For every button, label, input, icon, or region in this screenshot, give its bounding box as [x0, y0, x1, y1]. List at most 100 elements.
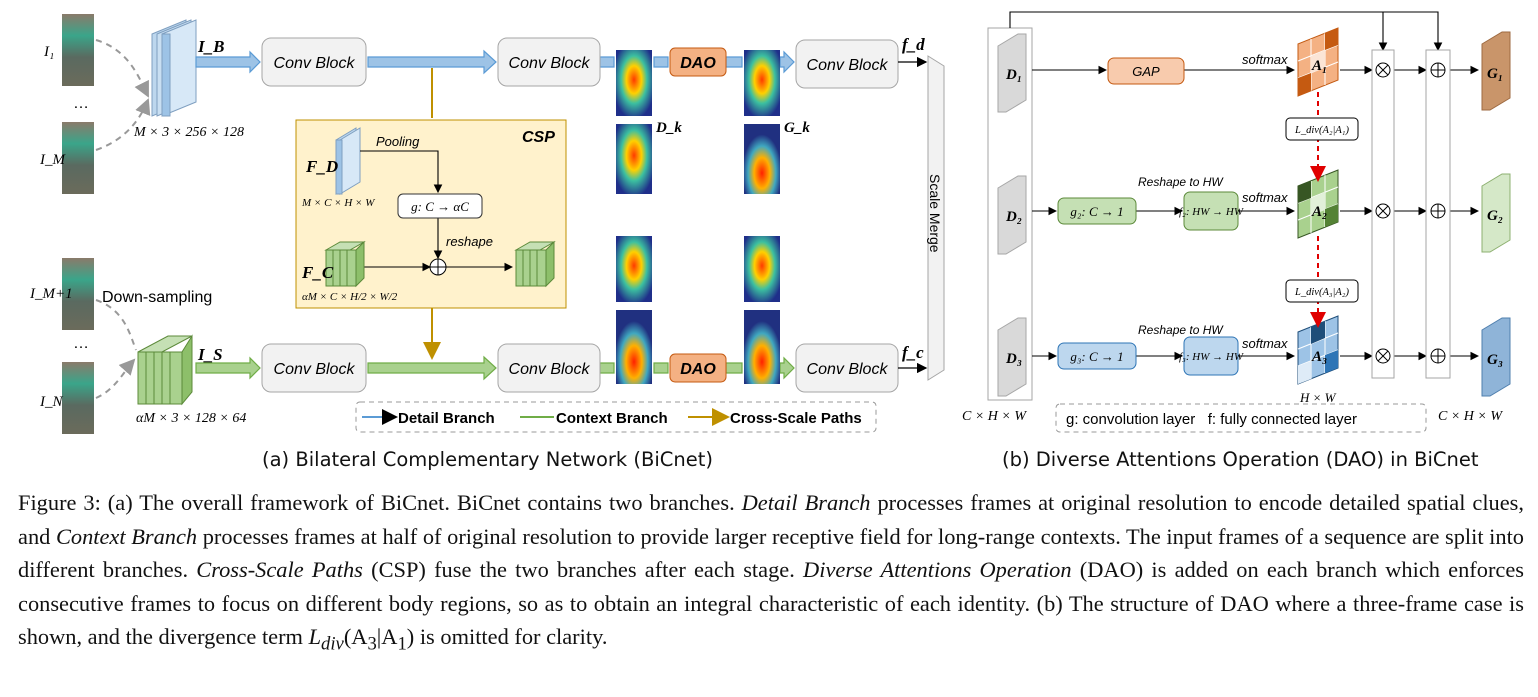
reshape-label: Reshape to HW: [1138, 175, 1224, 189]
svg-text:Conv Block: Conv Block: [807, 361, 889, 378]
svg-text:Detail Branch: Detail Branch: [398, 410, 495, 427]
csp-fc-label: F_C: [301, 263, 334, 282]
input-frame-image: [62, 14, 94, 434]
feature-label-is: I_S: [197, 345, 223, 364]
conv-block: Conv Block: [795, 343, 899, 393]
feature-dims-bottom: αM × 3 × 128 × 64: [136, 411, 246, 426]
softmax-label: softmax: [1242, 52, 1288, 67]
attention-heatmap: [616, 50, 780, 384]
svg-text:Context Branch: Context Branch: [556, 410, 668, 427]
subtitle-b: (b) Diverse Attentions Operation (DAO) i…: [1002, 448, 1479, 471]
scale-merge-block: Scale Merge: [927, 55, 945, 381]
svg-text:Conv Block: Conv Block: [807, 57, 889, 74]
subtitle-a: (a) Bilateral Complementary Network (BiC…: [262, 448, 714, 471]
input-label-im1: I_M+1: [29, 286, 73, 302]
svg-text:DAO: DAO: [680, 55, 716, 72]
g3-block: g₃: C → 1: [1057, 342, 1137, 370]
add-icon: [1430, 62, 1446, 364]
input-connector: [95, 39, 151, 399]
g1-out-label: G₁: [1487, 66, 1503, 82]
svg-text:g₂: C → 1: g₂: C → 1: [1070, 204, 1123, 219]
csp-fd-label: F_D: [305, 157, 338, 176]
dao-flow-arrows: [1032, 65, 1480, 361]
output-dims-label: C × H × W: [1438, 409, 1503, 424]
dao-block: DAO: [669, 47, 727, 77]
legend-detail: Detail Branch: [362, 409, 495, 427]
feature-label-ib: I_B: [197, 37, 224, 56]
svg-text:Cross-Scale Paths: Cross-Scale Paths: [730, 410, 862, 427]
context-input-tensor: [137, 334, 193, 406]
conv-block: Conv Block: [261, 37, 367, 87]
attention-map-a1-grid: [1297, 27, 1339, 97]
g2-out-label: G₂: [1487, 208, 1503, 224]
svg-text:Conv Block: Conv Block: [274, 361, 356, 378]
fd-label: f_d: [902, 35, 925, 54]
csp-fd-tensor: [335, 127, 361, 195]
dao-block: DAO: [669, 353, 727, 383]
gk-label: G_k: [784, 120, 810, 136]
f2-block: f₂: HW → HW: [1179, 191, 1244, 231]
output-tensor-g1: [1481, 31, 1511, 111]
a3-label: A₃: [1311, 349, 1327, 365]
conv-block: Conv Block: [795, 39, 899, 89]
softmax-label: softmax: [1242, 336, 1288, 351]
conv-block: Conv Block: [497, 343, 601, 393]
d2-label: D₂: [1005, 209, 1022, 225]
svg-text:L_div(A₃|A₂): L_div(A₃|A₂): [1294, 287, 1349, 298]
d1-label: D₁: [1005, 67, 1022, 83]
svg-text:GAP: GAP: [1132, 64, 1160, 79]
ldiv-21-box: L_div(A₂|A₁): [1285, 117, 1359, 141]
csp-plus-icon: [429, 258, 447, 276]
input-label-i1: I₁: [43, 44, 54, 60]
input-label-in: I_N: [39, 394, 63, 410]
gap-block: GAP: [1107, 57, 1185, 85]
svg-text:DAO: DAO: [680, 361, 716, 378]
svg-text:g₃: C → 1: g₃: C → 1: [1070, 349, 1123, 364]
svg-text:f₂: HW → HW: f₂: HW → HW: [1179, 206, 1244, 218]
a1-label: A₁: [1311, 58, 1327, 74]
input-dims-label: C × H × W: [962, 409, 1027, 424]
legend-context: Context Branch: [520, 410, 668, 427]
svg-text:Conv Block: Conv Block: [274, 55, 356, 72]
output-tensor-g2: [1481, 173, 1511, 253]
csp-arrows: [360, 150, 514, 272]
csp-out-tensor: [514, 240, 556, 288]
detail-input-tensor: [151, 19, 197, 117]
legend-b-text: g: convolution layer f: fully connected …: [1066, 411, 1357, 428]
csp-g-op: g: C → αC: [411, 199, 469, 214]
g2-block: g₂: C → 1: [1057, 197, 1137, 225]
softmax-label: softmax: [1242, 190, 1288, 205]
hxw-label: H × W: [1299, 390, 1337, 405]
fc-label: f_c: [902, 343, 924, 362]
figure-diagram: I₁ … I_M I_M+1 Down-sampling … I_N I_B M…: [29, 11, 1511, 434]
csp-title: CSP: [522, 129, 555, 146]
csp-fc-dims: αM × C × H/2 × W/2: [302, 291, 398, 303]
csp-fd-dims: M × C × H × W: [301, 197, 375, 209]
input-label-im: I_M: [39, 152, 66, 168]
g3-out-label: G₃: [1487, 352, 1503, 368]
svg-text:Conv Block: Conv Block: [509, 55, 591, 72]
conv-block: Conv Block: [497, 37, 601, 87]
attention-map-a3: [1297, 315, 1339, 385]
a2-label: A₂: [1311, 204, 1327, 220]
csp-g-op-box: [397, 193, 483, 219]
svg-text:Conv Block: Conv Block: [509, 361, 591, 378]
downsampling-label: Down-sampling: [102, 289, 212, 306]
legend-cross: Cross-Scale Paths: [688, 408, 862, 427]
legend-box: [355, 401, 877, 433]
csp-fc-tensor: [324, 240, 366, 288]
skip-connection: [1009, 11, 1443, 52]
output-tensor-g3: [1481, 317, 1511, 397]
conv-block: Conv Block: [261, 343, 367, 393]
ellipsis-bottom: …: [73, 335, 89, 352]
ldiv-32-box: L_div(A₃|A₂): [1285, 279, 1359, 303]
feature-dims-top: M × 3 × 256 × 128: [133, 125, 244, 140]
figure-caption: Figure 3: (a) The overall framework of B…: [18, 490, 1524, 655]
legend-b-box: [1055, 403, 1427, 433]
add-column: [1425, 49, 1451, 379]
svg-text:Scale Merge: Scale Merge: [927, 174, 943, 253]
d3-label: D₃: [1005, 351, 1022, 367]
csp-pooling-label: Pooling: [376, 134, 420, 149]
attention-map-a2: [1297, 169, 1339, 239]
f3-block: f₃: HW → HW: [1179, 336, 1244, 376]
